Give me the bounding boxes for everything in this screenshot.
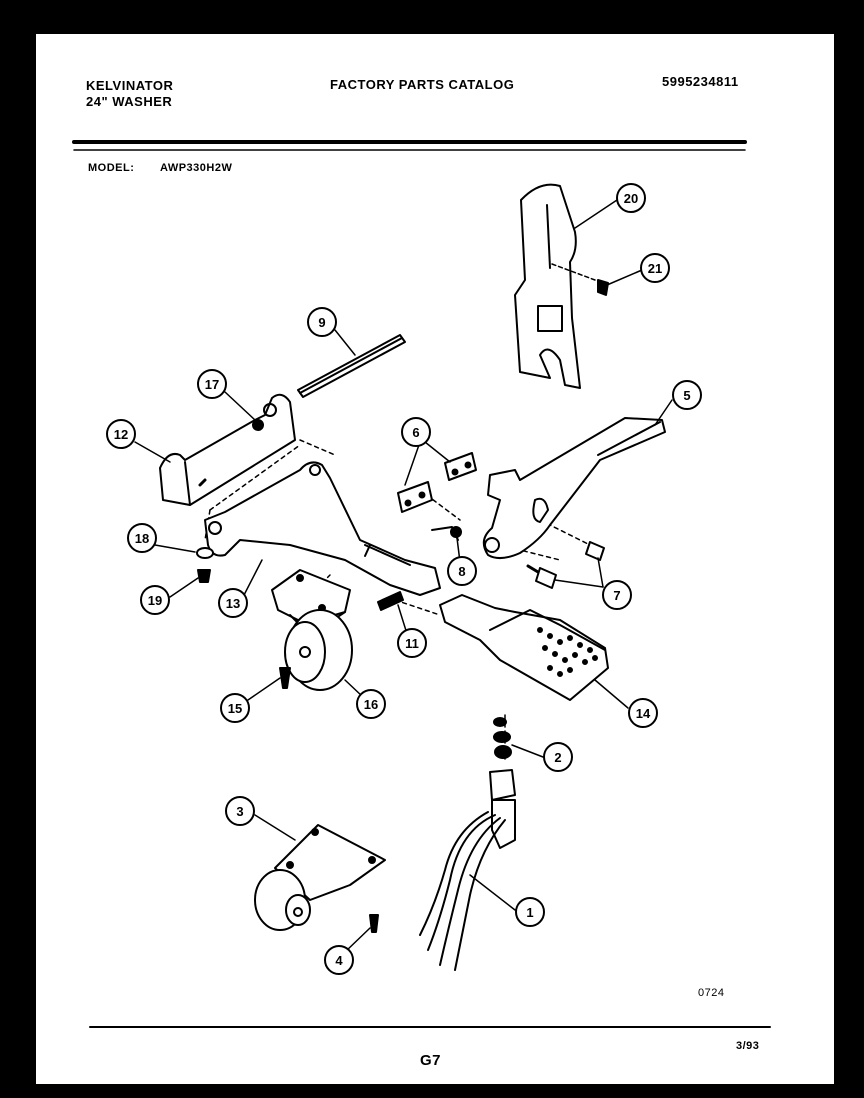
callout-17: 17 bbox=[205, 377, 219, 392]
part-16-caster bbox=[271, 569, 353, 691]
callout-12: 12 bbox=[114, 427, 128, 442]
callout-14: 14 bbox=[636, 706, 651, 721]
part-2-bushing bbox=[489, 717, 516, 801]
catalog-number: 5995234811 bbox=[662, 74, 739, 89]
part-5-pedal-lever bbox=[482, 417, 666, 559]
callout-5: 5 bbox=[683, 388, 690, 403]
part-14-foot-pedal bbox=[439, 594, 609, 701]
part-6-bracket-pair bbox=[397, 452, 477, 513]
callout-1: 1 bbox=[526, 905, 533, 920]
page-code: G7 bbox=[420, 1052, 442, 1069]
callout-11: 11 bbox=[405, 636, 419, 651]
figure-code: 0724 bbox=[698, 987, 725, 999]
part-15-screw bbox=[279, 667, 291, 689]
callout-20: 20 bbox=[624, 191, 638, 206]
product-name: 24" WASHER bbox=[86, 94, 173, 109]
revision-date: 3/93 bbox=[736, 1040, 760, 1052]
part-20-bracket bbox=[514, 183, 596, 389]
callout-2: 2 bbox=[554, 750, 561, 765]
part-8-clip bbox=[431, 526, 462, 541]
part-13-lever-arm bbox=[204, 461, 441, 596]
leader-lines bbox=[134, 199, 673, 953]
brand-name: KELVINATOR bbox=[86, 78, 174, 93]
part-12-hinge-bracket bbox=[159, 393, 296, 506]
part-19-screw bbox=[197, 569, 211, 583]
part-4-screw bbox=[369, 914, 379, 933]
callout-6: 6 bbox=[412, 425, 419, 440]
callout-7: 7 bbox=[613, 588, 620, 603]
callout-3: 3 bbox=[236, 804, 243, 819]
callout-18: 18 bbox=[135, 531, 149, 546]
callout-15: 15 bbox=[228, 701, 242, 716]
callout-9: 9 bbox=[318, 315, 325, 330]
catalog-page: 1 2 3 4 5 6 7 8 9 11 12 13 14 15 16 17 1… bbox=[36, 34, 834, 1084]
callout-circles bbox=[106, 183, 702, 975]
callout-8: 8 bbox=[458, 564, 465, 579]
part-11-screw bbox=[377, 591, 404, 611]
part-9-rod bbox=[297, 334, 406, 398]
model-label: MODEL: bbox=[88, 162, 135, 174]
part-3-caster-plate bbox=[254, 824, 386, 931]
part-18-washer bbox=[196, 547, 214, 559]
callout-19: 19 bbox=[148, 593, 162, 608]
callout-16: 16 bbox=[364, 697, 378, 712]
callout-4: 4 bbox=[335, 953, 343, 968]
callout-21: 21 bbox=[648, 261, 662, 276]
catalog-title: FACTORY PARTS CATALOG bbox=[330, 77, 515, 92]
part-21-screw bbox=[597, 279, 609, 296]
part-1-hose-assembly bbox=[419, 799, 516, 971]
part-7-screws bbox=[526, 541, 605, 589]
callout-13: 13 bbox=[226, 596, 240, 611]
exploded-parts-diagram: 1 2 3 4 5 6 7 8 9 11 12 13 14 15 16 17 1… bbox=[72, 140, 771, 1028]
model-value: AWP330H2W bbox=[160, 162, 233, 174]
